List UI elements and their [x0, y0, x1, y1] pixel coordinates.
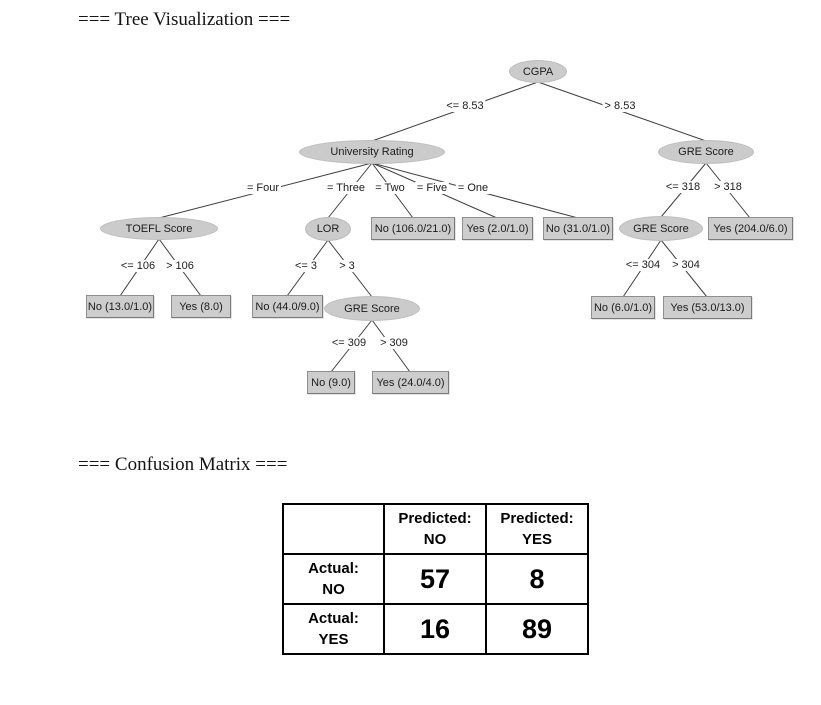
table-row: Actual: NO 57 8: [282, 553, 589, 605]
edge-label-toefl-le: <= 106: [118, 260, 158, 272]
matrix-row-header-actual-yes: Actual: YES: [282, 603, 385, 655]
tree-leaf-yes-53: Yes (53.0/13.0): [663, 296, 752, 319]
matrix-cell-true-negative: 57: [383, 553, 487, 605]
row-header-line1: Actual:: [308, 560, 359, 577]
edge-label-lor-gt: > 3: [337, 260, 357, 272]
row-header-line2: NO: [322, 581, 345, 598]
tree-node-gre-score-right: GRE Score: [658, 140, 754, 164]
tree-leaf-no-44: No (44.0/9.0): [252, 295, 323, 318]
tree-node-lor: LOR: [305, 217, 351, 241]
matrix-col-header-predicted-no: Predicted: NO: [383, 503, 487, 555]
edge-label-toefl-gt: > 106: [164, 260, 196, 272]
tree-leaf-no-13: No (13.0/1.0): [86, 295, 154, 318]
tree-leaf-yes-2: Yes (2.0/1.0): [462, 217, 533, 240]
tree-node-gre-score-lower: GRE Score: [619, 216, 703, 241]
tree-leaf-no-31: No (31.0/1.0): [543, 217, 613, 240]
edge-label-rating-five: = Five: [414, 182, 450, 194]
row-header-line1: Actual:: [308, 610, 359, 627]
edge-label-cgpa-le: <= 8.53: [444, 100, 486, 112]
matrix-cell-true-positive: 89: [485, 603, 589, 655]
tree-leaf-no-6: No (6.0/1.0): [591, 296, 655, 319]
tree-leaf-yes-204: Yes (204.0/6.0): [708, 217, 793, 240]
tree-node-university-rating: University Rating: [299, 140, 445, 164]
matrix-row-header-actual-no: Actual: NO: [282, 553, 385, 605]
edge-label-rating-two: = Two: [373, 182, 407, 194]
edge-label-gre-mid-le: <= 309: [329, 337, 369, 349]
edge-label-gre-mid-gt: > 309: [378, 337, 410, 349]
confusion-matrix-heading: === Confusion Matrix ===: [78, 454, 288, 475]
edge-label-cgpa-gt: > 8.53: [602, 100, 638, 112]
tree-node-gre-score-middle: GRE Score: [324, 296, 420, 321]
edge-label-gre-lower-le: <= 304: [623, 259, 663, 271]
col-header-line2: YES: [521, 531, 552, 548]
tree-leaf-no-9: No (9.0): [307, 371, 355, 394]
edge-label-rating-four: = Four: [244, 182, 282, 194]
tree-visualization-heading: === Tree Visualization ===: [78, 9, 291, 30]
edge-label-rating-one: = One: [455, 182, 491, 194]
edge-label-gre-right-gt: > 318: [712, 181, 744, 193]
tree-leaf-yes-24: Yes (24.0/4.0): [372, 371, 449, 394]
tree-node-toefl-score: TOEFL Score: [100, 217, 218, 240]
tree-leaf-yes-8: Yes (8.0): [171, 295, 231, 318]
matrix-corner-cell: [282, 503, 385, 555]
row-header-line2: YES: [318, 631, 349, 648]
matrix-col-header-predicted-yes: Predicted: YES: [485, 503, 589, 555]
edge-label-lor-le: <= 3: [292, 260, 320, 272]
confusion-matrix-table: Predicted: NO Predicted: YES Actual: NO …: [282, 503, 589, 655]
edge-label-gre-right-le: <= 318: [663, 181, 703, 193]
tree-node-cgpa: CGPA: [509, 60, 567, 83]
matrix-cell-false-positive: 8: [485, 553, 589, 605]
col-header-line2: NO: [423, 531, 447, 548]
edge-label-rating-three: = Three: [324, 182, 368, 194]
edge-label-gre-lower-gt: > 304: [670, 259, 702, 271]
table-row: Actual: YES 16 89: [282, 603, 589, 655]
matrix-cell-false-negative: 16: [383, 603, 487, 655]
tree-leaf-no-106: No (106.0/21.0): [371, 217, 455, 240]
col-header-line1: Predicted:: [500, 510, 574, 527]
col-header-line1: Predicted:: [398, 510, 472, 527]
